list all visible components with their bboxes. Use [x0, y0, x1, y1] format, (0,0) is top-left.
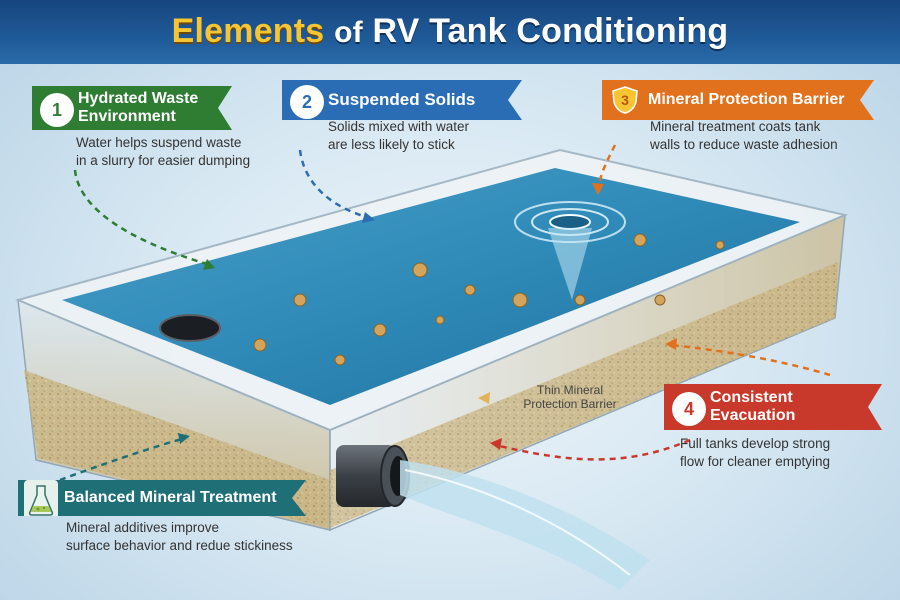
element-2-description: Solids mixed with water are less likely …: [328, 118, 469, 154]
element-1-desc-line2: in a slurry for easier dumping: [76, 153, 251, 168]
element-3-banner: 3 Mineral Protection Barrier: [602, 80, 874, 120]
tank-side-sand: [330, 262, 838, 528]
arrow-element-4: [494, 438, 691, 461]
element-4-title-line1: Consistent: [710, 389, 793, 406]
element-2-banner: 2 Suspended Solids: [282, 80, 522, 120]
arrow-element-1: [73, 169, 211, 267]
title-bar: [0, 0, 900, 64]
element-3-title: Mineral Protection Barrier: [648, 91, 845, 108]
arrow-element-2: [298, 149, 371, 220]
barrier-label-line2: Protection Barrier: [523, 397, 617, 411]
balanced-treatment-description: Mineral additives improve surface behavi…: [66, 519, 293, 555]
arrow-barrier: [669, 343, 831, 377]
barrier-label-line1: Thin Mineral: [536, 383, 604, 397]
balanced-desc-line2: surface behavior and redue stickiness: [66, 538, 293, 553]
element-2-title: Suspended Solids: [328, 90, 476, 109]
element-1-title-line1: Hydrated Waste: [78, 90, 199, 107]
drain-opening: [159, 314, 221, 342]
element-4-number: 4: [672, 392, 706, 426]
element-1-title: Hydrated Waste Environment: [78, 90, 198, 126]
element-4-title-line2: Evacuation: [710, 407, 796, 424]
element-3-number: 3: [610, 85, 640, 115]
balanced-desc-line1: Mineral additives improve: [66, 520, 220, 535]
suspended-solids: [253, 233, 725, 366]
element-1-description: Water helps suspend waste in a slurry fo…: [76, 134, 250, 170]
balanced-treatment-icon-wrap: [22, 478, 60, 522]
water-outflow: [400, 460, 650, 590]
element-1-title-line2: Environment: [78, 108, 176, 125]
element-2-desc-line1: Solids mixed with water: [328, 119, 470, 134]
arrow-heads: [178, 183, 677, 450]
balanced-treatment-banner: Balanced Mineral Treatment: [18, 480, 306, 516]
element-1-desc-line1: Water helps suspend waste: [76, 135, 242, 150]
element-2-number: 2: [290, 85, 324, 119]
vortex-icon: [514, 201, 626, 300]
element-4-desc-line1: Full tanks develop strong: [680, 436, 831, 451]
element-3-description: Mineral treatment coats tank walls to re…: [650, 118, 838, 154]
element-3-desc-line1: Mineral treatment coats tank: [650, 119, 821, 134]
element-2-desc-line2: are less likely to stick: [328, 137, 455, 152]
title-part-of: of: [334, 16, 363, 49]
element-4-banner: 4 Consistent Evacuation: [664, 384, 882, 430]
title-part-elements: Elements: [171, 12, 325, 50]
page-title: Elements of RV Tank Conditioning: [0, 12, 900, 51]
element-4-title: Consistent Evacuation: [710, 389, 795, 425]
title-part-main: RV Tank Conditioning: [372, 12, 729, 50]
balanced-treatment-title: Balanced Mineral Treatment: [64, 489, 277, 506]
drain-valve-icon: [336, 445, 410, 507]
water-surface: [62, 168, 800, 405]
barrier-callout-label: Thin Mineral Protection Barrier: [505, 383, 635, 411]
element-4-description: Full tanks develop strong flow for clean…: [680, 435, 830, 471]
arrow-balanced: [59, 436, 186, 482]
element-1-banner: 1 Hydrated Waste Environment: [32, 86, 232, 130]
element-3-number-text: 3: [621, 92, 629, 108]
element-4-desc-line2: flow for cleaner emptying: [680, 454, 831, 469]
element-3-desc-line2: walls to reduce waste adhesion: [650, 137, 838, 152]
flask-icon: [28, 484, 54, 516]
shield-icon: 3: [610, 85, 640, 115]
element-1-number: 1: [40, 93, 74, 127]
